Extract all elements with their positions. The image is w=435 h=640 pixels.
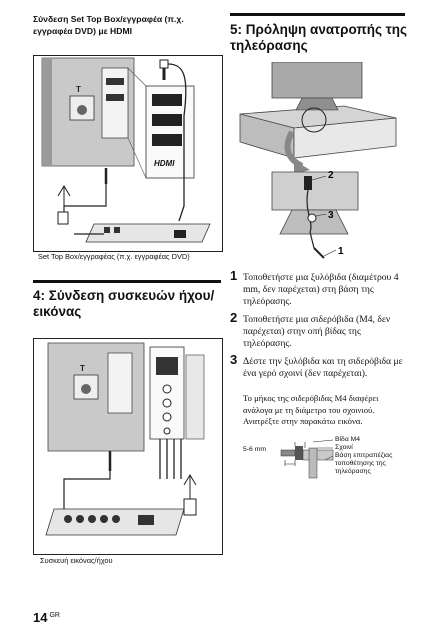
av-connection-illustration: T xyxy=(45,342,205,536)
anti-tip-illustration: 2 3 1 xyxy=(239,61,397,259)
av-figure-caption: Συσκευή εικόνας/ήχου xyxy=(40,556,113,565)
section5-rule xyxy=(230,13,405,16)
screw-detail-figure: Βίδα M4 Σχοινί 5-6 mm Βάση επιτραπέζιας … xyxy=(243,436,408,496)
hdmi-figure-caption: Set Top Box/εγγραφέας (π.χ. εγγραφέας DV… xyxy=(38,252,190,261)
screw-detail-illustration xyxy=(280,439,334,479)
label-rope: Σχοινί xyxy=(335,444,353,451)
anti-tip-figure: 2 3 1 xyxy=(232,61,402,262)
hdmi-connection-heading: Σύνδεση Set Top Box/εγγραφέα (π.χ. εγγρα… xyxy=(33,14,184,36)
hdmi-connection-illustration: T HDMI xyxy=(41,57,211,243)
section4-rule xyxy=(33,280,221,283)
step-text: Δέστε την ξυλόβιδα και τη σιδερόβιδα με … xyxy=(243,356,403,379)
callout-3: 3 xyxy=(328,210,334,221)
step-number: 1 xyxy=(230,268,238,283)
step-number: 3 xyxy=(230,352,238,367)
av-connection-figure: T xyxy=(33,338,223,555)
hdmi-logo: HDMI xyxy=(154,159,175,168)
svg-text:T: T xyxy=(76,85,81,94)
section4-title: 4: Σύνδεση συσκευών ήχου/ εικόνας xyxy=(33,288,215,319)
page-language-code: GR xyxy=(49,611,60,619)
label-tv-stand: Βάση επιτραπέζιας τοποθέτησης της τηλεόρ… xyxy=(335,452,393,475)
callout-2: 2 xyxy=(328,170,334,181)
label-m4-screw: Βίδα M4 xyxy=(335,436,361,443)
callout-1: 1 xyxy=(338,246,344,257)
svg-text:T: T xyxy=(80,364,85,373)
step-text: Τοποθετήστε μια ξυλόβιδα (διαμέτρου 4 mm… xyxy=(243,272,399,307)
step-item: 2 Τοποθετήστε μια σιδερόβιδα (M4, δεν πα… xyxy=(230,310,405,350)
hdmi-connection-figure: T HDMI xyxy=(33,55,223,252)
section5-title: 5: Πρόληψη ανατροπής της τηλεόρασης xyxy=(230,22,408,53)
page-number-value: 14 xyxy=(33,610,48,625)
step-list: 1 Τοποθετήστε μια ξυλόβιδα (διαμέτρου 4 … xyxy=(230,268,405,386)
label-screw-length: 5-6 mm xyxy=(243,446,267,453)
screw-length-note: Το μήκος της σιδερόβιδας M4 διαφέρει ανά… xyxy=(243,393,379,426)
step-number: 2 xyxy=(230,310,238,325)
step-text: Τοποθετήστε μια σιδερόβιδα (M4, δεν παρέ… xyxy=(243,314,391,349)
step-item: 3 Δέστε την ξυλόβιδα και τη σιδερόβιδα μ… xyxy=(230,352,405,380)
step-item: 1 Τοποθετήστε μια ξυλόβιδα (διαμέτρου 4 … xyxy=(230,268,405,308)
